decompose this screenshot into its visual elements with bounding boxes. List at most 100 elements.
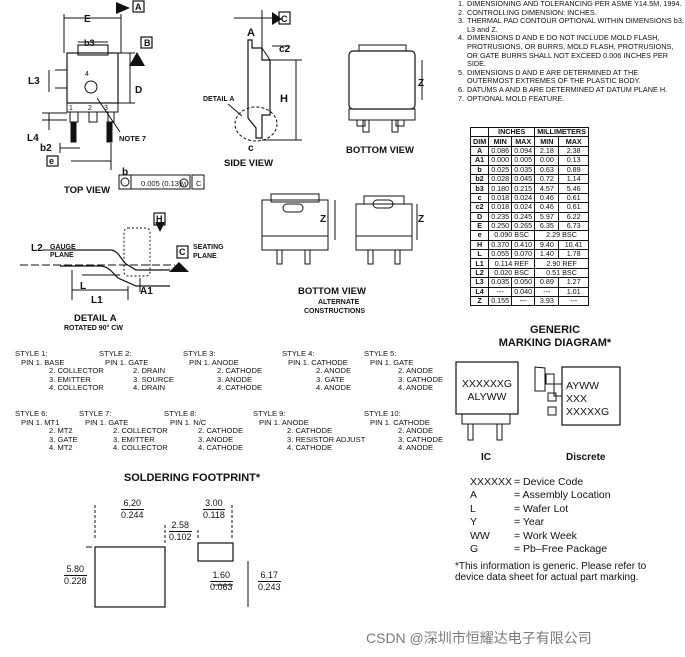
datum-C-2: C <box>179 247 186 257</box>
style-pin: 4. COLLECTOR <box>49 383 104 393</box>
table-cell: L4 <box>469 286 490 298</box>
ic-line-1: XXXXXXG <box>461 378 513 390</box>
table-cell: D <box>469 211 490 222</box>
dim-L4: L4 <box>27 133 39 144</box>
ic-line-2: ALYWW <box>467 391 507 403</box>
table-cell: b3 <box>469 183 490 194</box>
table-cell: A1 <box>469 155 490 166</box>
note-item: 6.DATUMS A AND B ARE DETERMINED AT DATUM… <box>458 84 684 95</box>
table-cell: 0.00 <box>534 155 560 166</box>
style-pin: PIN 1. ANODE <box>259 417 309 427</box>
style-pin: 4. CATHODE <box>217 383 263 393</box>
table-cell: 0.055 <box>488 249 513 260</box>
col-inches: INCHES <box>488 126 536 138</box>
table-cell: 0.13 <box>558 155 589 166</box>
ic-marking: XXXXXXG ALYWW <box>458 378 516 404</box>
table-cell: --- <box>511 296 536 307</box>
side-view: C A c2 H c DETAIL A SIDE VIEW <box>203 10 302 169</box>
legend-key: XXXXXX <box>470 476 513 488</box>
alternate-label: ALTERNATE <box>318 299 360 306</box>
table-cell: 0.370 <box>488 239 513 251</box>
style-pin: 4. COLLECTOR <box>113 443 168 453</box>
dim-c2: c2 <box>279 44 291 55</box>
table-cell: e <box>469 230 490 241</box>
legend-value: = Pb–Free Package <box>514 543 608 556</box>
table-cell: --- <box>534 286 560 298</box>
fp-dim-620: 6.20 0.244 <box>121 498 144 521</box>
detail-a: H C L2 GAUGE PLANE SEATING PLANE L L1 A1… <box>20 212 224 332</box>
style-pin: 3. ANODE <box>217 374 253 384</box>
table-cell: 3.93 <box>534 296 560 307</box>
dim-D: D <box>135 85 142 96</box>
gauge-plane-label: PLANE <box>50 252 74 259</box>
legend-value: = Wafer Lot <box>514 502 569 515</box>
fp-d6-in: 0.243 <box>258 581 281 592</box>
legend-row: XXXXXX= Device Code <box>470 476 611 489</box>
table-cell: 0.050 <box>511 277 536 288</box>
table-cell: 0.090 BSC <box>488 230 536 241</box>
note-item: 2.CONTROLLING DIMENSION: INCHES. <box>458 8 684 18</box>
style-pin: 4. DRAIN <box>133 383 166 393</box>
dim-L3: L3 <box>28 76 40 87</box>
table-cell: 0.114 REF <box>488 258 536 269</box>
table-cell: 0.018 <box>488 202 513 213</box>
legend-value: = Assembly Location <box>514 489 611 502</box>
table-cell: 0.094 <box>511 145 536 157</box>
table-cell: 0.61 <box>558 202 589 213</box>
dim-L1: L1 <box>91 295 103 306</box>
fp-dim-160: 1.60 0.063 <box>210 570 233 593</box>
legend-key: G <box>470 543 479 556</box>
discrete-label: Discrete <box>566 452 606 463</box>
table-cell: 0.46 <box>534 192 560 204</box>
note-number: 6. <box>458 84 465 94</box>
style-pin: 2. COLLECTOR <box>113 426 168 436</box>
tolerance-datum: C <box>196 179 202 188</box>
dim-A1: A1 <box>140 286 153 297</box>
style-pin: PIN 1. GATE <box>85 417 129 427</box>
gauge-label: GAUGE <box>50 244 76 251</box>
style-title: STYLE 5: <box>364 349 397 358</box>
top-view: E b3 L3 D L4 b2 e b A B 4 1 2 3 NOTE 7 T… <box>27 0 205 196</box>
style-title: STYLE 2: <box>99 349 132 358</box>
dim-E: E <box>84 14 91 25</box>
style-pin: 2. DRAIN <box>133 366 166 376</box>
note-number: 1. <box>458 0 465 8</box>
table-cell: 2.29 BSC <box>534 230 589 241</box>
rotated-label: ROTATED 90° CW <box>64 324 123 332</box>
style-pin: PIN 1. N/C <box>170 417 207 427</box>
table-cell: 0.46 <box>534 202 560 213</box>
legend-key: A <box>470 489 478 502</box>
fp-dim-617: 6.17 0.243 <box>258 570 281 593</box>
note-item: 3.THERMAL PAD CONTOUR OPTIONAL WITHIN DI… <box>458 16 684 34</box>
style-title: STYLE 8: <box>164 409 197 418</box>
table-cell: 0.024 <box>511 202 536 213</box>
table-cell: L1 <box>469 258 490 269</box>
table-cell: 5.97 <box>534 211 560 222</box>
col-blank <box>469 126 490 138</box>
fp-d5-mm: 1.60 <box>212 570 231 580</box>
table-cell: Z <box>469 296 490 307</box>
style-pin: PIN 1. GATE <box>370 357 414 367</box>
style-pin: 3. GATE <box>316 374 345 384</box>
fp-dim-300: 3.00 0.118 <box>203 498 225 521</box>
constructions-label: CONSTRUCTIONS <box>304 308 365 315</box>
datum-H: H <box>156 214 163 224</box>
style-pin: 3. SOURCE <box>133 374 174 384</box>
table-cell: 0.245 <box>511 211 536 222</box>
style-title: STYLE 9: <box>253 409 286 418</box>
fp-d5-in: 0.063 <box>210 581 233 592</box>
table-cell: --- <box>558 296 589 307</box>
notes-list: 1.DIMENSIONING AND TOLERANCING PER ASME … <box>458 0 684 103</box>
style-pin: 2. COLLECTOR <box>49 366 104 376</box>
note-number: 4. <box>458 33 465 43</box>
dimension-table: INCHES MILLIMETERS DIM MIN MAX MIN MAX A… <box>469 126 589 307</box>
table-cell: 0.155 <box>488 296 513 307</box>
side-view-label: SIDE VIEW <box>224 158 273 169</box>
note-number: 5. <box>458 67 465 77</box>
note-item: 4.DIMENSIONS D AND E DO NOT INCLUDE MOLD… <box>458 34 684 68</box>
